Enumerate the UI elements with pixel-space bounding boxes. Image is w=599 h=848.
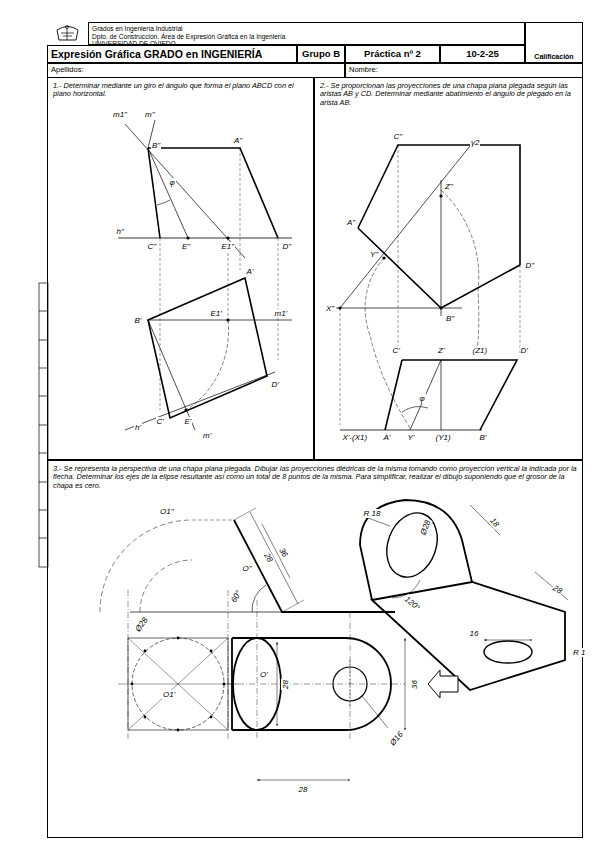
point-label: C": [393, 132, 404, 141]
dimension-label: Ø16: [387, 729, 405, 748]
dimension-label: O1': [162, 690, 176, 699]
dimension-label: 120°: [402, 594, 422, 613]
dimension-label: R 18: [363, 509, 382, 518]
cell-text: Expresión Gráfica GRADO en INGENIERÍA: [51, 48, 293, 60]
dimension-label: 36: [409, 679, 418, 690]
point-label: D": [525, 261, 536, 270]
point-label: Z": [444, 182, 454, 191]
point-label: B': [479, 433, 488, 442]
dimension-label: 28: [261, 550, 274, 564]
point-label: D': [271, 380, 280, 389]
point-label: (Z1): [472, 346, 489, 355]
cell-text: 10-2-25: [444, 49, 521, 60]
point-label: A': [246, 267, 255, 276]
point-label: Z': [437, 346, 445, 355]
point-label: B": [151, 141, 161, 150]
problem1-drawing: [118, 120, 292, 430]
point-label: Y': [407, 433, 416, 442]
point-label: φ: [169, 178, 176, 187]
cell-text: Nombre:: [349, 66, 579, 75]
point-label: B': [134, 316, 143, 325]
course-title: Expresión Gráfica GRADO en INGENIERÍA: [47, 45, 297, 63]
point-label: B": [445, 314, 455, 323]
point-label: C": [147, 242, 158, 251]
header-institution: Grados en Ingeniería IndustrialDpto. de …: [88, 22, 525, 45]
point-label: m': [202, 431, 212, 440]
dimension-label: Ø28: [132, 614, 149, 633]
cell-text: Apellidos:: [51, 66, 341, 75]
exercise-panel: 3.- Se representa la perspectiva de una …: [47, 460, 583, 838]
point-label: m1': [274, 309, 289, 318]
grade-cell: Calificación: [525, 22, 583, 63]
group-cell: Grupo B: [297, 45, 345, 63]
point-label: A': [383, 433, 392, 442]
dimension-label: 18: [487, 515, 501, 529]
exercise-panel: 2.- Se proporcionan las proyecciones de …: [314, 77, 583, 460]
point-label: m": [144, 110, 156, 119]
point-label: Y": [369, 250, 379, 259]
point-label: X": [325, 304, 335, 313]
point-label: γ2: [470, 138, 480, 147]
cell-text: UNIVERSIDAD DE OVIEDO: [92, 40, 521, 48]
dimension-label: 36: [276, 545, 289, 559]
cell-text: 1.- Determinar mediante un giro el ángul…: [53, 82, 308, 99]
dimension-label: Ø28: [418, 517, 432, 536]
point-label: φ: [419, 394, 426, 403]
point-label: (Y1): [435, 433, 452, 442]
point-label: E": [181, 242, 191, 251]
dimension-label: O1": [159, 507, 175, 516]
point-label: X'-(X1): [342, 433, 369, 442]
cell-text: Calificación: [529, 53, 579, 61]
dimension-label: 16: [469, 629, 480, 638]
practice-cell: Práctica nº 2: [345, 45, 440, 63]
point-label: D': [520, 346, 529, 355]
problem3-drawing: [100, 500, 568, 780]
point-label: h': [134, 423, 142, 432]
cell-text: Dpto. de Construcción. Área de Expresión…: [92, 33, 521, 41]
problem2-drawing: [336, 145, 520, 430]
dimension-label: 60°: [229, 588, 244, 605]
dimension-label: 28: [298, 785, 309, 794]
point-label: E1": [221, 242, 236, 251]
exercise-panel: 1.- Determinar mediante un giro el ángul…: [47, 77, 314, 460]
point-label: E': [184, 417, 193, 426]
university-logo: [57, 26, 78, 41]
point-label: E1': [210, 309, 223, 318]
surname-field: Apellidos:: [47, 63, 345, 78]
point-label: C': [156, 417, 165, 426]
point-label: A": [233, 136, 243, 145]
cell-text: Grados en Ingeniería Industrial: [92, 25, 521, 33]
dimension-label: O": [242, 564, 253, 573]
point-label: A": [346, 218, 356, 227]
point-label: m1": [112, 110, 128, 119]
point-label: C': [392, 346, 401, 355]
dimension-label: 28: [280, 679, 289, 690]
dimension-label: O': [259, 670, 269, 679]
cell-text: 3.- Se representa la perspectiva de una …: [53, 465, 577, 490]
cell-text: 2.- Se proporcionan las proyecciones de …: [320, 82, 577, 107]
date-cell: 10-2-25: [440, 45, 525, 63]
dimension-label: R 1: [572, 648, 586, 657]
cell-text: Grupo B: [301, 49, 341, 60]
view-arrow: [428, 670, 458, 698]
name-field: Nombre:: [345, 63, 583, 78]
cell-text: Práctica nº 2: [349, 49, 436, 60]
point-label: h": [116, 227, 125, 236]
dimension-label: 28: [550, 582, 564, 595]
point-label: D": [282, 242, 293, 251]
